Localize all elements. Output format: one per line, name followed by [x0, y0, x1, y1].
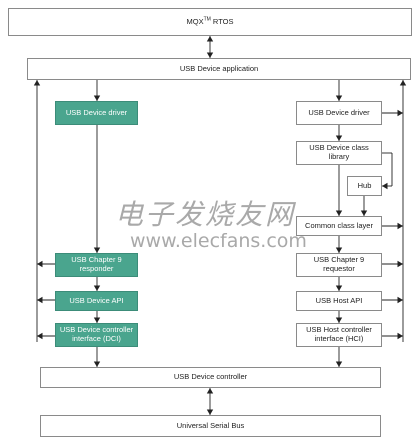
- arrowhead: [335, 210, 343, 216]
- usb-device-api-box: USB Device API: [55, 291, 138, 311]
- usb-device-api-label: USB Device API: [69, 295, 124, 305]
- arrowhead: [397, 260, 403, 268]
- hub-label: Hub: [357, 180, 372, 190]
- arrowhead: [397, 222, 403, 230]
- arrowhead: [93, 317, 101, 323]
- usb-device-dci-box: USB Device controller interface (DCI): [55, 323, 138, 347]
- usb-chapter9-responder-label: USB Chapter 9 responder: [71, 255, 122, 273]
- arrowhead: [335, 95, 343, 101]
- right-usb-device-driver-label: USB Device driver: [308, 107, 370, 117]
- left-usb-device-driver-box: USB Device driver: [55, 101, 138, 125]
- usb-device-application-box: USB Device application: [27, 58, 411, 80]
- arrowhead: [37, 260, 43, 268]
- arrowhead: [335, 135, 343, 141]
- arrowhead: [397, 296, 403, 304]
- arrowhead: [93, 95, 101, 101]
- arrowhead: [206, 36, 214, 42]
- usb-device-application-label: USB Device application: [179, 63, 259, 73]
- arrowhead: [93, 285, 101, 291]
- rtos-label: MQXTM RTOS: [186, 16, 234, 26]
- arrowhead: [206, 409, 214, 415]
- arrowhead: [206, 388, 214, 394]
- usb-host-api-box: USB Host API: [296, 291, 382, 311]
- usb-device-controller-label: USB Device controller: [173, 372, 248, 382]
- arrowhead: [335, 361, 343, 367]
- common-class-layer-box: Common class layer: [296, 216, 382, 236]
- arrowhead: [37, 332, 43, 340]
- arrowhead: [399, 80, 407, 86]
- arrowhead: [397, 332, 403, 340]
- arrowhead: [397, 109, 403, 117]
- hub-box: Hub: [347, 176, 382, 196]
- arrowhead: [93, 361, 101, 367]
- usb-chapter9-requestor-box: USB Chapter 9 requestor: [296, 253, 382, 277]
- usb-device-class-library-box: USB Device class library: [296, 141, 382, 165]
- arrowhead: [360, 210, 368, 216]
- usb-chapter9-responder-box: USB Chapter 9 responder: [55, 253, 138, 277]
- right-usb-device-driver-box: USB Device driver: [296, 101, 382, 125]
- universal-serial-bus-box: Universal Serial Bus: [40, 415, 381, 437]
- arrowhead: [335, 247, 343, 253]
- usb-device-dci-label: USB Device controller interface (DCI): [59, 325, 134, 343]
- arrowhead: [93, 247, 101, 253]
- arrowhead: [335, 285, 343, 291]
- arrowhead: [206, 52, 214, 58]
- usb-device-class-library-label: USB Device class library: [309, 143, 369, 161]
- arrowhead: [37, 296, 43, 304]
- left-usb-device-driver-label: USB Device driver: [65, 107, 128, 117]
- mqx-rtos-box: MQXTM RTOS: [8, 8, 412, 36]
- usb-chapter9-requestor-label: USB Chapter 9 requestor: [313, 255, 365, 273]
- universal-serial-bus-label: Universal Serial Bus: [176, 420, 245, 430]
- usb-host-hci-label: USB Host controller interface (HCI): [306, 325, 372, 343]
- arrowhead: [33, 80, 41, 86]
- common-class-layer-label: Common class layer: [305, 220, 373, 230]
- usb-host-api-label: USB Host API: [315, 295, 363, 305]
- usb-host-hci-box: USB Host controller interface (HCI): [296, 323, 382, 347]
- arrowhead: [335, 317, 343, 323]
- usb-device-controller-box: USB Device controller: [40, 367, 381, 388]
- arrowhead: [382, 182, 388, 190]
